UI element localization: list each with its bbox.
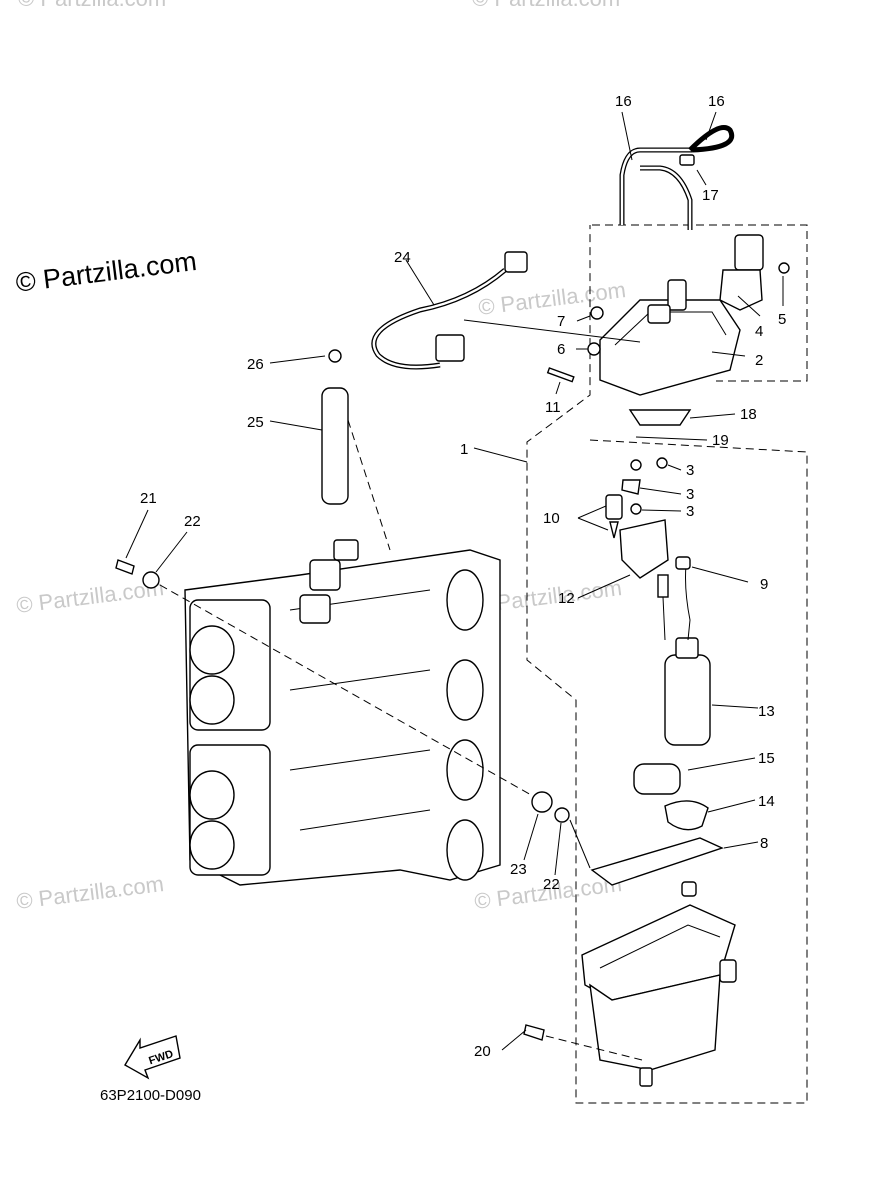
callout-12: 12 [558, 590, 575, 607]
fuel-rail [599, 234, 790, 396]
callout-18: 18 [740, 406, 757, 423]
cover-12 [619, 519, 669, 579]
coil-25 [321, 387, 349, 505]
callout-3-low: 3 [686, 503, 694, 520]
grommet-23 [531, 791, 553, 813]
callout-20: 20 [474, 1043, 491, 1060]
callout-26: 26 [247, 356, 264, 373]
watermark-top-left: © Partzilla.com [18, 0, 166, 12]
callout-17: 17 [702, 187, 719, 204]
fuel-pump [657, 556, 711, 746]
callout-21: 21 [140, 490, 157, 507]
callout-5: 5 [778, 311, 786, 328]
callout-9: 9 [760, 576, 768, 593]
callout-3-top: 3 [686, 462, 694, 479]
bolt-6 [587, 342, 601, 356]
diagram-code: 63P2100-D090 [100, 1087, 201, 1104]
separator-tank [581, 881, 737, 1087]
callout-24: 24 [394, 249, 411, 266]
screw-20 [523, 1024, 545, 1041]
callout-25: 25 [247, 414, 264, 431]
assembly-outline [526, 224, 808, 1104]
fuel-hoses [619, 125, 735, 230]
bolt-7 [590, 306, 604, 320]
nut-26 [328, 349, 342, 363]
harness-24 [371, 251, 528, 370]
callout-10: 10 [543, 510, 560, 527]
callout-15: 15 [758, 750, 775, 767]
callout-1: 1 [460, 441, 468, 458]
callout-7: 7 [557, 313, 565, 330]
callout-2: 2 [755, 352, 763, 369]
watermark-top-center: © Partzilla.com [472, 0, 620, 12]
pin-11 [546, 367, 575, 383]
callout-14: 14 [758, 793, 775, 810]
callout-8: 8 [760, 835, 768, 852]
callout-22-right: 22 [543, 876, 560, 893]
washer-22-left [142, 571, 160, 589]
callout-4: 4 [755, 323, 763, 340]
damper-15 [633, 763, 681, 795]
fwd-arrow: FWD [124, 1035, 181, 1080]
intake-manifold [184, 539, 501, 886]
washer-22-right [554, 807, 570, 823]
callout-22-left: 22 [184, 513, 201, 530]
callout-23: 23 [510, 861, 527, 878]
callout-13: 13 [758, 703, 775, 720]
callout-11: 11 [545, 399, 561, 416]
callout-19: 19 [712, 432, 729, 449]
callout-16-right: 16 [708, 93, 725, 110]
holder-14 [664, 800, 709, 831]
screws-3 [621, 457, 668, 515]
bracket-18 [628, 409, 692, 426]
gasket-8 [590, 837, 724, 886]
callout-3-mid: 3 [686, 486, 694, 503]
bolt-21 [115, 559, 135, 575]
filter-10 [605, 494, 623, 520]
callout-6: 6 [557, 341, 565, 358]
callout-16-left: 16 [615, 93, 632, 110]
